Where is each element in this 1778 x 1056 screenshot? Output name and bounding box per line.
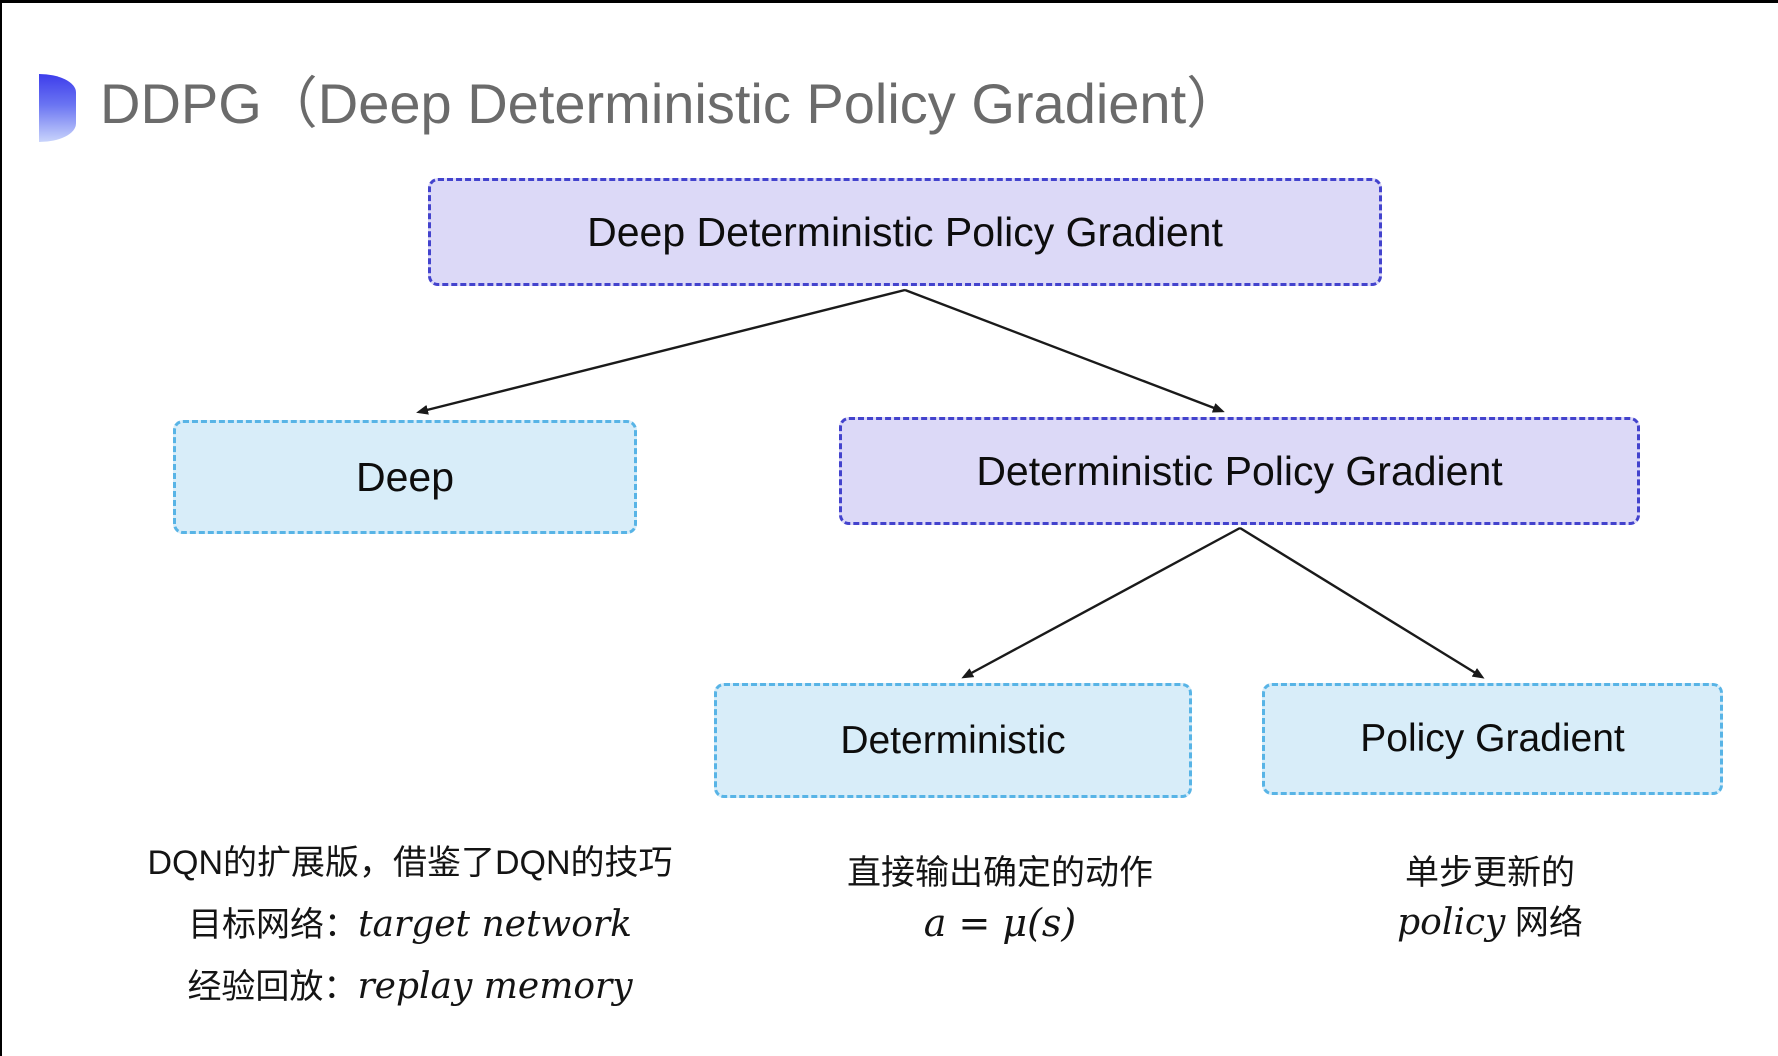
window-left-border bbox=[0, 0, 2, 1056]
annotation-line: 直接输出确定的动作 bbox=[790, 848, 1210, 898]
node-deterministic: Deterministic bbox=[714, 683, 1192, 798]
annotation-text: 网络 bbox=[1505, 904, 1583, 942]
annotation-line: a = μ(s) bbox=[790, 898, 1210, 950]
node-label: Deterministic Policy Gradient bbox=[976, 447, 1503, 494]
annotation-text: 经验回放： bbox=[187, 968, 358, 1006]
annotation-term-italic: target network bbox=[358, 904, 632, 945]
node-label: Deep bbox=[355, 453, 454, 500]
node-deterministic-policy-gradient: Deterministic Policy Gradient bbox=[839, 417, 1640, 525]
annotation-policy-gradient: 单步更新的 policy 网络 bbox=[1310, 848, 1670, 948]
annotation-text: 单步更新的 bbox=[1405, 854, 1575, 892]
node-label: Deterministic bbox=[840, 718, 1066, 762]
annotation-text: 直接输出确定的动作 bbox=[847, 854, 1153, 892]
arrow-dpg-to-policy-gradient bbox=[1239, 526, 1485, 679]
arrow-ddpg-to-deep bbox=[416, 288, 906, 415]
window-top-border bbox=[0, 0, 1778, 3]
node-deep-deterministic-policy-gradient: Deep Deterministic Policy Gradient bbox=[428, 178, 1382, 286]
node-deep: Deep bbox=[173, 420, 637, 534]
annotation-text: DQN的扩展版，借鉴了DQN的技巧 bbox=[147, 844, 673, 882]
annotation-line: 经验回放：replay memory bbox=[110, 956, 710, 1018]
node-label: Deep Deterministic Policy Gradient bbox=[587, 208, 1223, 255]
annotation-line: policy 网络 bbox=[1310, 898, 1670, 948]
annotation-line: 单步更新的 bbox=[1310, 848, 1670, 898]
annotation-term-italic: policy bbox=[1397, 902, 1506, 943]
annotation-deterministic: 直接输出确定的动作 a = μ(s) bbox=[790, 848, 1210, 950]
annotation-formula: a = μ(s) bbox=[923, 901, 1077, 945]
title-bullet-icon bbox=[39, 74, 76, 142]
arrow-ddpg-to-dpg bbox=[904, 288, 1225, 413]
arrow-dpg-to-deterministic bbox=[961, 526, 1241, 679]
annotation-text: 目标网络： bbox=[188, 906, 359, 944]
annotation-deep: DQN的扩展版，借鉴了DQN的技巧 目标网络：target network 经验… bbox=[110, 832, 710, 1018]
annotation-term-italic: replay memory bbox=[357, 966, 633, 1007]
annotation-line: DQN的扩展版，借鉴了DQN的技巧 bbox=[110, 832, 710, 894]
page-title: DDPG（Deep Deterministic Policy Gradient） bbox=[100, 72, 1243, 135]
node-label: Policy Gradient bbox=[1360, 717, 1625, 760]
annotation-line: 目标网络：target network bbox=[110, 894, 710, 956]
node-policy-gradient: Policy Gradient bbox=[1262, 683, 1723, 795]
